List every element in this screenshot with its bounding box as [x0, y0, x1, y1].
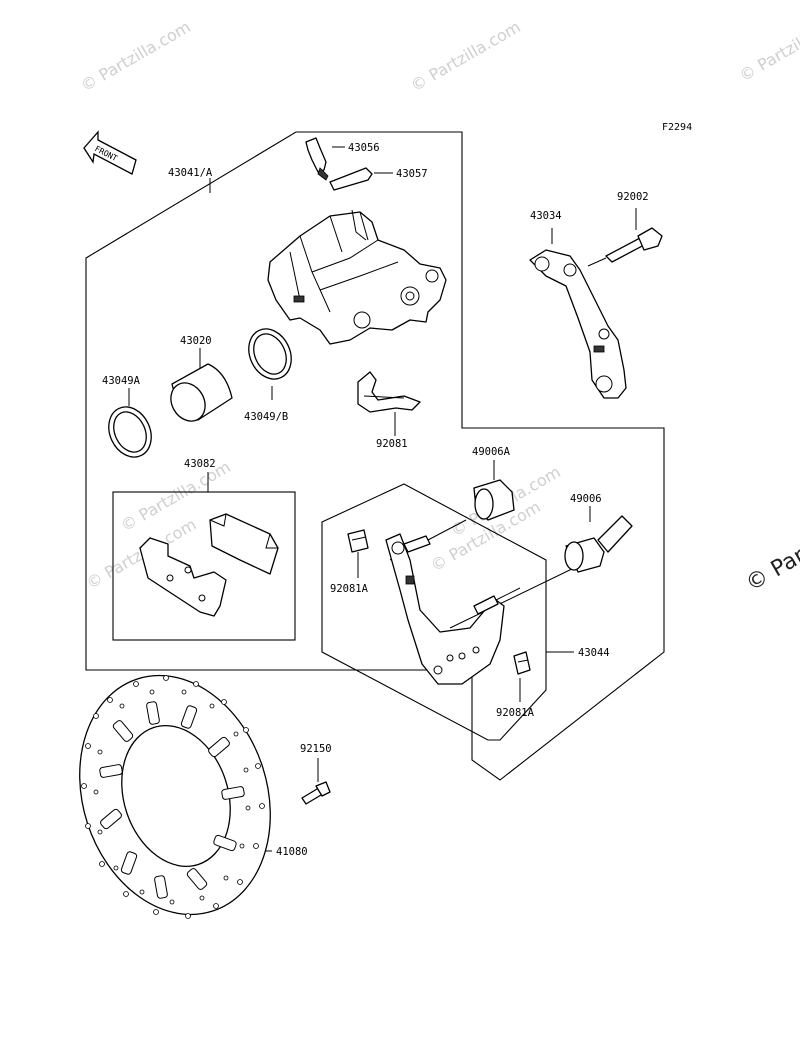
pad-clip-icon	[347, 529, 369, 553]
figure-code: F2294	[662, 122, 692, 133]
label-92081: 92081	[376, 438, 408, 450]
brake-pad-backing-icon	[139, 537, 227, 617]
label-43057: 43057	[396, 168, 428, 180]
piston-seal-b-icon	[248, 328, 292, 380]
caliper-body-icon	[267, 209, 447, 345]
bleeder-cap-icon	[329, 167, 373, 191]
label-43049B: 43049/B	[244, 411, 288, 423]
bolt-icon	[587, 227, 663, 267]
caliper-assembly-frame	[85, 131, 665, 781]
label-92081A: 92081A	[496, 707, 535, 719]
disc-bolt-icon	[301, 781, 331, 805]
bleeder-screw-icon	[305, 137, 329, 181]
pad-set-frame	[112, 491, 296, 641]
label-43056: 43056	[348, 142, 380, 154]
slide-bushing-icon	[564, 515, 633, 573]
watermark: © Partzilla.com	[407, 17, 523, 95]
label-92002: 92002	[617, 191, 649, 203]
label-43034: 43034	[530, 210, 562, 222]
caliper-bracket-icon	[385, 533, 521, 685]
label-43020: 43020	[180, 335, 212, 347]
label-41080: 41080	[276, 846, 308, 858]
brake-pad-icon	[209, 513, 279, 575]
watermark: © Partzilla.com	[736, 7, 800, 85]
piston-seal-a-icon	[108, 406, 152, 458]
label-43049A: 43049A	[102, 375, 141, 387]
piston-icon	[170, 363, 233, 422]
pad-spring-icon	[357, 371, 421, 413]
front-arrow-icon	[83, 130, 137, 175]
label-49006: 49006	[570, 493, 602, 505]
label-92081A: 92081A	[330, 583, 369, 595]
pad-clip-icon	[513, 651, 531, 675]
torque-link-icon	[529, 249, 627, 399]
label-92150: 92150	[300, 743, 332, 755]
label-43082: 43082	[184, 458, 216, 470]
bracket-assembly-frame	[321, 483, 547, 741]
watermark-large: © Parti	[742, 536, 800, 597]
watermark: © Partzilla.com	[77, 17, 193, 95]
label-43041A: 43041/A	[168, 167, 213, 179]
label-49006A: 49006A	[472, 446, 511, 458]
slide-bushing-a-icon	[473, 479, 515, 521]
label-43044: 43044	[578, 647, 610, 659]
brake-disc-icon	[79, 674, 271, 919]
